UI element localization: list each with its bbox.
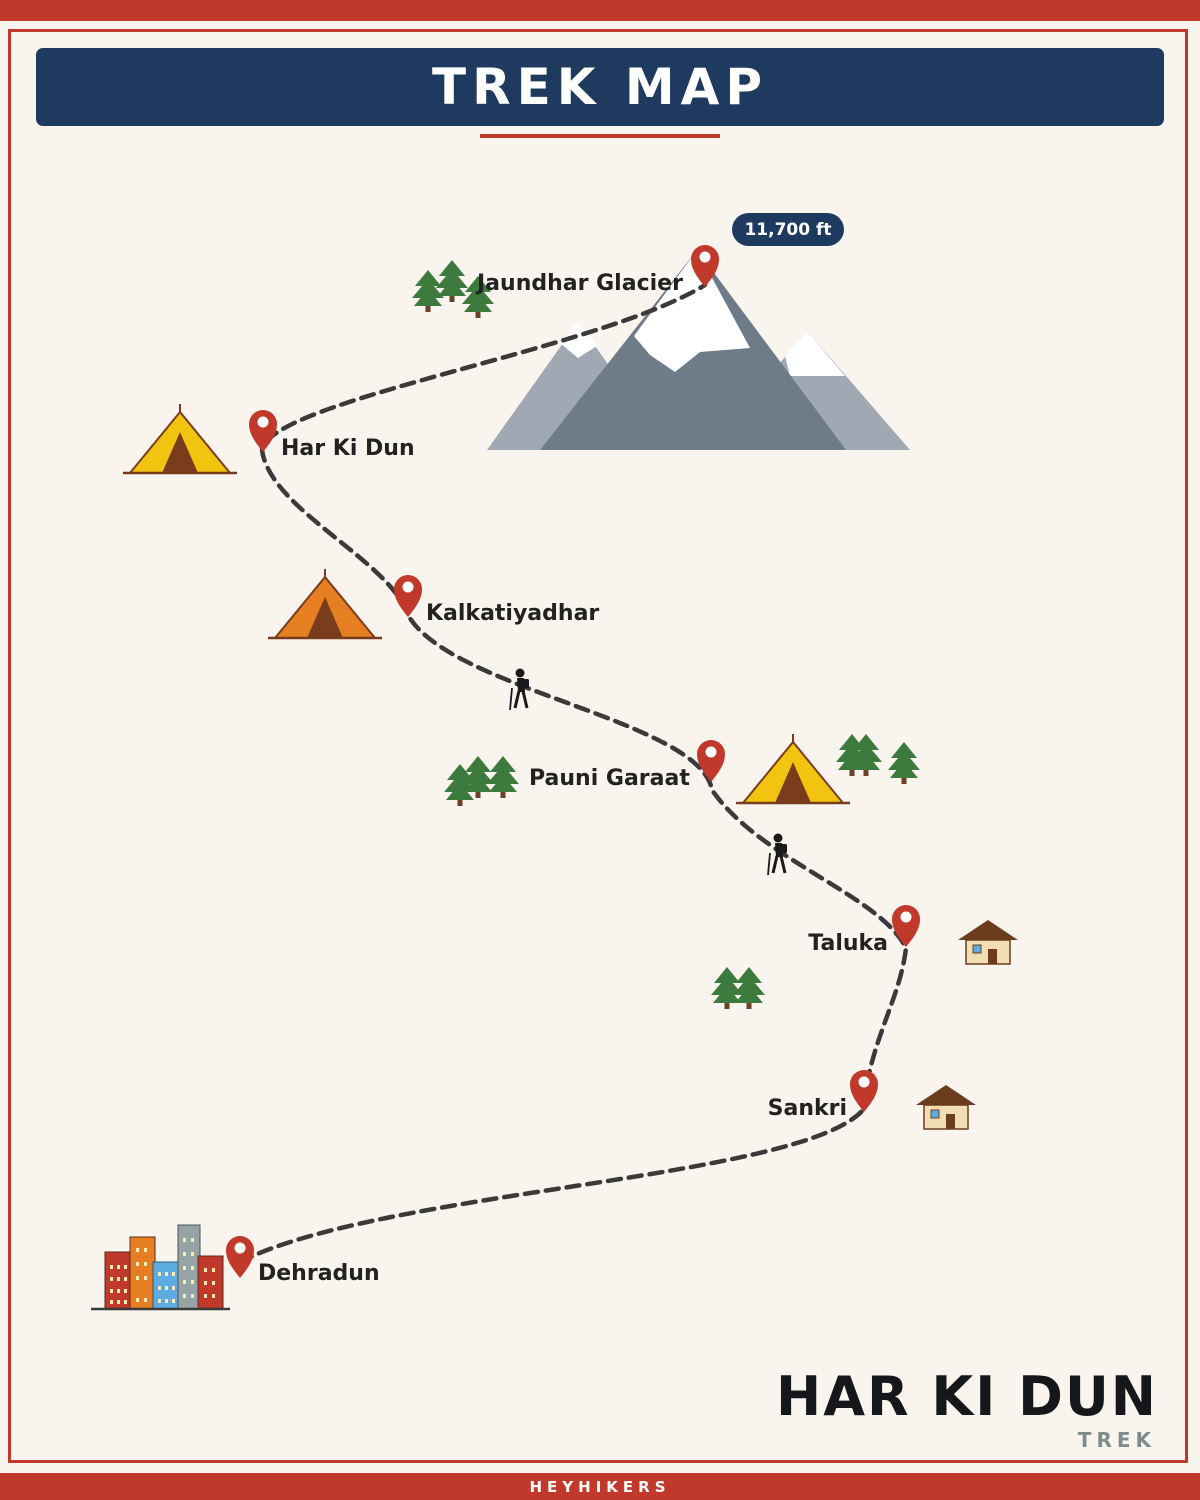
trek-route-path	[237, 282, 909, 1265]
stop-label-kalkatiyadhar: Kalkatiyadhar	[426, 601, 599, 626]
map-pin-icon	[394, 575, 422, 617]
map-pin-icon	[697, 740, 725, 782]
altitude-badge: 11,700 ft	[732, 213, 844, 246]
title-underline	[480, 134, 720, 138]
map-pin-icon	[850, 1070, 878, 1112]
stop-label-sankri: Sankri	[768, 1096, 847, 1121]
map-frame	[8, 29, 1188, 1463]
tent-icon	[736, 734, 850, 805]
stop-label-dehradun: Dehradun	[258, 1261, 380, 1286]
pine-tree-icon	[711, 967, 765, 1009]
footer-brand: HEYHIKERS	[529, 1477, 671, 1496]
stop-label-har-ki-dun: Har Ki Dun	[281, 436, 415, 461]
house-icon	[957, 919, 1019, 965]
page-title: TREK MAP	[431, 58, 768, 116]
map-pin-icon	[892, 905, 920, 947]
tent-icon	[268, 569, 382, 640]
house-icon	[915, 1084, 977, 1130]
top-accent-bar	[0, 0, 1200, 21]
stop-label-jaundhar-glacier: Jaundhar Glacier	[475, 271, 683, 296]
trek-name: HAR KI DUN	[776, 1365, 1158, 1428]
tent-icon	[123, 404, 237, 475]
pine-tree-icon	[444, 756, 519, 806]
map-pin-icon	[226, 1236, 254, 1278]
stop-label-taluka: Taluka	[808, 931, 888, 956]
footer-bar: HEYHIKERS	[0, 1473, 1200, 1500]
stop-label-pauni-garaat: Pauni Garaat	[529, 766, 690, 791]
city-icon	[91, 1224, 230, 1311]
map-pin-icon	[249, 410, 277, 452]
pine-tree-icon	[836, 734, 920, 784]
trek-subtitle: TREK	[1077, 1428, 1156, 1452]
mountain-icon	[487, 250, 910, 450]
altitude-label: 11,700 ft	[744, 220, 831, 240]
title-banner: TREK MAP	[36, 48, 1164, 126]
